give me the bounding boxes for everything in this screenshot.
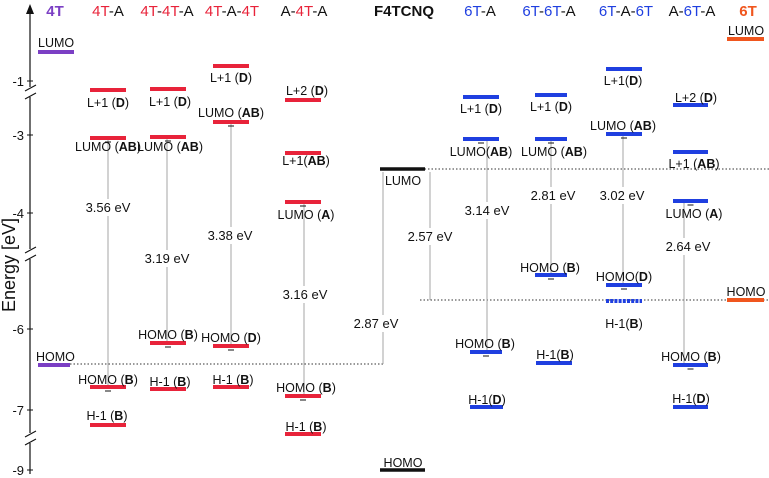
energy-level-label: HOMO	[727, 285, 766, 299]
energy-levels: LUMO HOMO L+1 (D) LUMO (AB) HOMO (B) H-1 (B) L…	[36, 24, 766, 472]
column-header: 4T-A	[92, 3, 124, 20]
energy-level-label: L+1 (D)	[530, 100, 572, 114]
energy-level-label: LUMO	[728, 24, 764, 38]
energy-level-label: LUMO	[385, 174, 421, 188]
axis-break-mark	[24, 430, 37, 438]
gap-connectors: 3.56 eV 3.19 eV 3.38 eV 3.16 eV 2.87 eV 2.57 …	[80, 124, 716, 394]
axis-break-mark	[24, 84, 37, 92]
energy-level-label: H-1(D)	[468, 393, 506, 407]
y-axis-label: Energy [eV]	[0, 218, 19, 312]
energy-level-label: LUMO (A)	[278, 208, 335, 222]
axis-arrow-icon	[26, 4, 34, 14]
column-header: 6T	[739, 3, 757, 20]
energy-level-label: LUMO (AB)	[198, 106, 264, 120]
energy-level-label: L+1 (D)	[460, 102, 502, 116]
y-tick-label: -7	[12, 403, 24, 418]
column-header: 6T-A	[464, 3, 496, 20]
gap-value-label: 3.19 eV	[145, 251, 190, 266]
y-tick-label: -1	[12, 74, 24, 89]
energy-level-label: HOMO (B)	[78, 373, 138, 387]
gap-value-label: 3.16 eV	[283, 287, 328, 302]
energy-level-label: H-1 (B)	[213, 373, 254, 387]
column-headers: 4T 4T-A 4T-4T-A 4T-A-4T A-4T-A F4TCNQ 6T-A 6T-6…	[46, 3, 757, 20]
energy-level-label: L+2 (D)	[286, 84, 328, 98]
energy-level-label: HOMO (B)	[661, 350, 721, 364]
energy-level-label: H-1(B)	[605, 317, 643, 331]
y-tick-label: -3	[12, 128, 24, 143]
column-header: F4TCNQ	[374, 3, 434, 20]
gap-value-label: 2.57 eV	[408, 229, 453, 244]
energy-level-label: H-1 (B)	[286, 420, 327, 434]
gap-value-label: 3.56 eV	[86, 200, 131, 215]
column-header: 6T-6T-A	[522, 3, 575, 20]
energy-level-label: HOMO(D)	[596, 270, 652, 284]
column-header: 6T-A-6T	[599, 3, 653, 20]
y-axis: -1 -3 -4 -6 -7 -9 Energy [eV]	[0, 4, 37, 478]
energy-level-label: HOMO (B)	[138, 328, 198, 342]
gap-value-label: 3.14 eV	[465, 203, 510, 218]
energy-level-label: LUMO(AB)	[450, 145, 513, 159]
energy-level-label: HOMO (B)	[520, 261, 580, 275]
energy-level-label: HOMO (B)	[276, 381, 336, 395]
energy-level-label: H-1(D)	[672, 392, 710, 406]
energy-level-label: LUMO	[38, 36, 74, 50]
y-tick-label: -4	[12, 206, 24, 221]
energy-level-label: HOMO (B)	[455, 337, 515, 351]
gap-value-label: 2.64 eV	[666, 239, 711, 254]
gap-value-label: 3.38 eV	[208, 228, 253, 243]
energy-level-label: L+1 (AB)	[668, 157, 719, 171]
energy-level-label: H-1 (B)	[87, 409, 128, 423]
energy-level-label: L+1(AB)	[282, 154, 330, 168]
energy-level-label: L+1 (D)	[210, 71, 252, 85]
energy-level-label: L+1(D)	[604, 74, 643, 88]
energy-level-label: HOMO (D)	[201, 331, 261, 345]
energy-level-label: H-1(B)	[536, 348, 574, 362]
column-header: A-4T-A	[281, 3, 328, 20]
column-header: 4T-4T-A	[140, 3, 193, 20]
energy-level-label: LUMO (AB)	[521, 145, 587, 159]
y-tick-label: -9	[12, 463, 24, 478]
energy-level-label: L+1 (D)	[149, 95, 191, 109]
energy-level-label: HOMO	[36, 350, 75, 364]
column-header: A-6T-A	[669, 3, 716, 20]
reference-lines	[70, 168, 769, 365]
gap-value-label: 2.87 eV	[354, 316, 399, 331]
energy-level-label: H-1 (B)	[150, 375, 191, 389]
energy-level-label: LUMO (AB)	[75, 140, 141, 154]
energy-level-label: L+2 (D)	[675, 91, 717, 105]
energy-level-label: HOMO	[384, 456, 423, 470]
y-tick-label: -6	[12, 322, 24, 337]
gap-value-label: 2.81 eV	[531, 188, 576, 203]
gap-value-label: 3.02 eV	[600, 188, 645, 203]
energy-level-label: LUMO (AB)	[137, 140, 203, 154]
column-header: 4T-A-4T	[205, 3, 259, 20]
energy-level-label: LUMO (AB)	[590, 119, 656, 133]
energy-level-label: L+1 (D)	[87, 96, 129, 110]
column-header: 4T	[46, 3, 64, 20]
axis-break-mark	[24, 246, 37, 254]
energy-level-label: LUMO (A)	[666, 207, 723, 221]
